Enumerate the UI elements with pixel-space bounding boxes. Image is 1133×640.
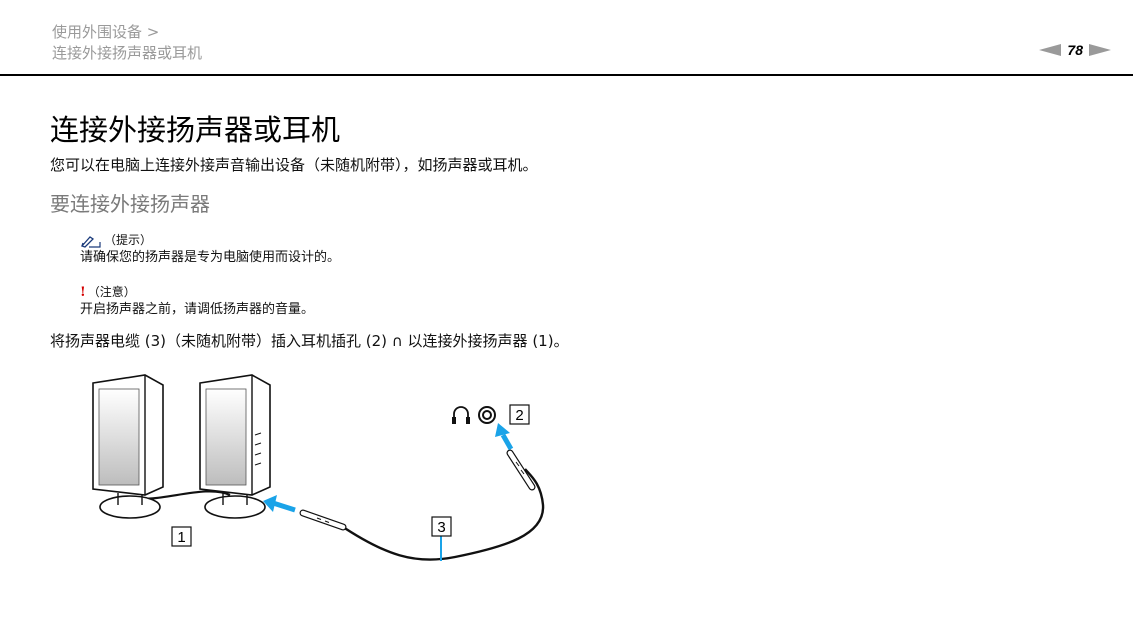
cable-plug-icon bbox=[299, 509, 347, 531]
section-subheading: 要连接外接扬声器 bbox=[50, 192, 210, 216]
breadcrumb-current: 连接外接扬声器或耳机 bbox=[52, 44, 203, 62]
speaker-connection-illustration: 2 1 3 bbox=[92, 374, 545, 561]
intro-text: 您可以在电脑上连接外接声音输出设备（未随机附带），如扬声器或耳机。 bbox=[50, 156, 538, 174]
header-divider bbox=[0, 74, 1133, 76]
next-page-arrow-icon[interactable] bbox=[1089, 44, 1111, 56]
callout-1: 1 bbox=[171, 526, 192, 547]
svg-text:2: 2 bbox=[515, 407, 523, 424]
callout-2: 2 bbox=[509, 404, 530, 425]
speaker-cable bbox=[339, 468, 545, 561]
caution-text: 开启扬声器之前，请调低扬声器的音量。 bbox=[80, 302, 315, 317]
page-title: 连接外接扬声器或耳机 bbox=[50, 113, 341, 147]
hint-text: 请确保您的扬声器是专为电脑使用而设计的。 bbox=[80, 250, 341, 265]
caution-note: ! （注意） 开启扬声器之前，请调低扬声器的音量。 bbox=[80, 284, 314, 318]
exclamation-icon: ! bbox=[80, 285, 86, 300]
svg-text:3: 3 bbox=[437, 519, 445, 536]
caution-label-row: ! （注意） bbox=[80, 284, 314, 301]
hint-label: （提示） bbox=[104, 233, 153, 247]
cable-plug-icon bbox=[506, 449, 536, 491]
page-navigator: 78 bbox=[1039, 42, 1111, 58]
pencil-icon bbox=[80, 235, 101, 248]
previous-page-arrow-icon[interactable] bbox=[1039, 44, 1062, 56]
svg-text:1: 1 bbox=[177, 529, 185, 546]
instruction-text: 将扬声器电缆 (3)（未随机附带）插入耳机插孔 (2) ∩ 以连接外接扬声器 (… bbox=[50, 332, 569, 350]
callout-3: 3 bbox=[431, 516, 452, 561]
insert-arrow-icon bbox=[495, 423, 514, 451]
breadcrumb-parent: 使用外围设备 > bbox=[52, 23, 160, 41]
speaker-icon bbox=[199, 374, 271, 519]
page-number: 78 bbox=[1067, 42, 1083, 58]
speaker-icon bbox=[92, 374, 164, 519]
hint-note: （提示） 请确保您的扬声器是专为电脑使用而设计的。 bbox=[80, 232, 340, 266]
insert-arrow-icon bbox=[263, 495, 296, 513]
caution-label: （注意） bbox=[87, 285, 136, 299]
audio-jack-icon bbox=[478, 406, 496, 424]
hint-label-row: （提示） bbox=[80, 232, 340, 249]
headphone-icon bbox=[452, 406, 470, 424]
